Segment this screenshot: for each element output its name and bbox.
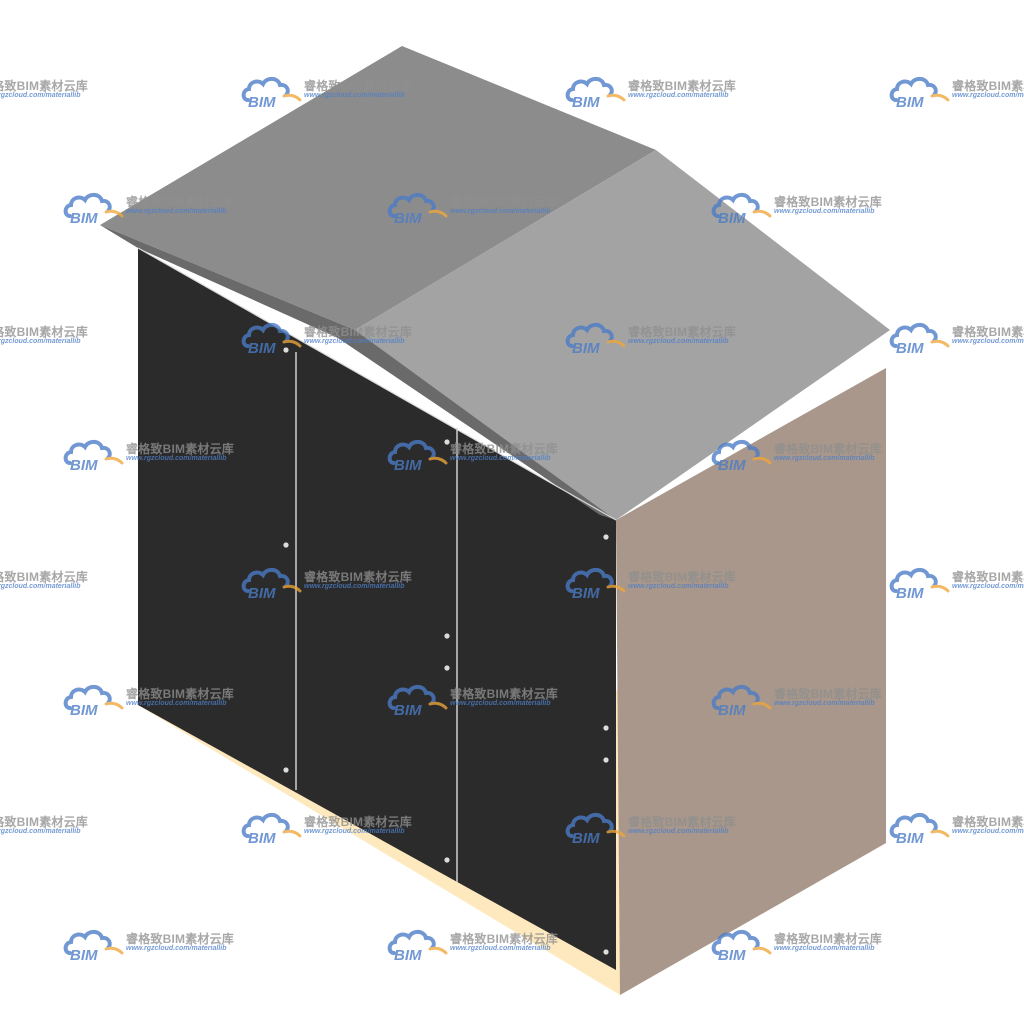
bolt-group — [283, 347, 609, 955]
bolt — [603, 534, 609, 540]
bolt — [283, 542, 289, 548]
bolt — [444, 439, 450, 445]
roof-back — [100, 46, 656, 330]
roof-front — [355, 150, 890, 520]
bolt — [603, 949, 609, 955]
eave-edge — [137, 247, 617, 521]
bolt — [444, 857, 450, 863]
bolt — [283, 767, 289, 773]
bolt — [603, 757, 609, 763]
bolt — [283, 347, 289, 353]
side-wall — [616, 368, 886, 995]
bolt — [603, 725, 609, 731]
bolt — [444, 665, 450, 671]
bolt — [444, 633, 450, 639]
front-panel-wall — [138, 248, 616, 970]
